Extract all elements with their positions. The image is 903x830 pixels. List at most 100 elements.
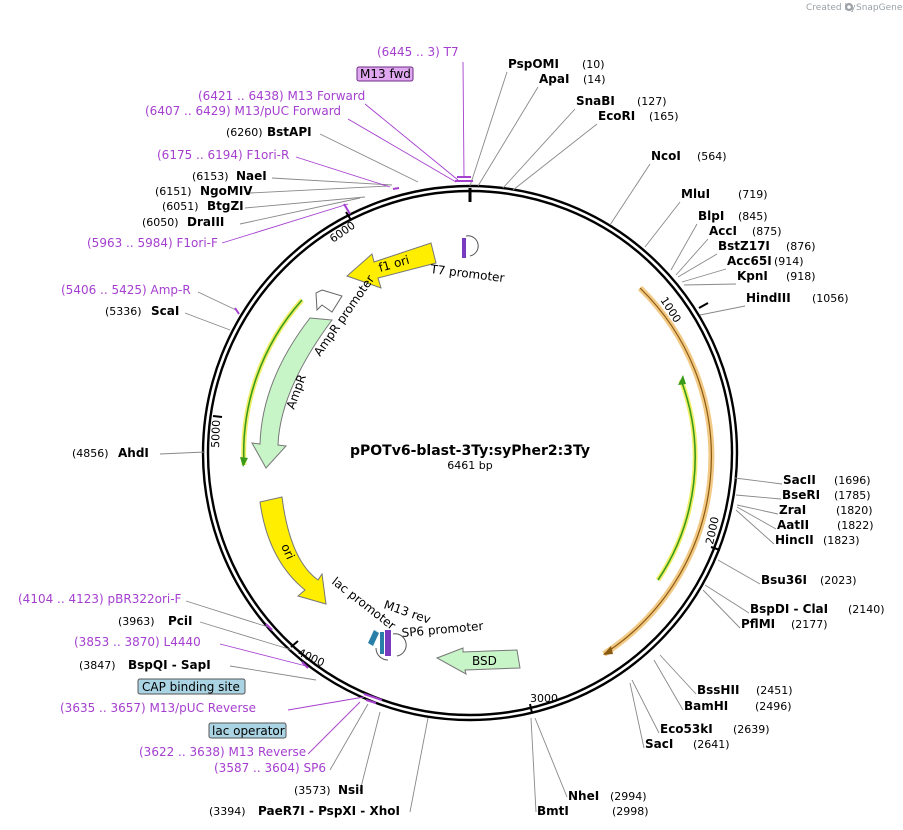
t7-promoter-arrow [465, 235, 479, 257]
site-connector-24 [534, 717, 568, 798]
bsd-label: BSD [472, 654, 497, 668]
primer-label-8: (3635 .. 3657) M13/pUC Reverse [60, 701, 256, 715]
site-name-0: PspOMI [508, 57, 559, 71]
primer-connector-6 [185, 600, 269, 628]
site-position-24: (2994) [610, 790, 647, 803]
orange-region-line [603, 287, 712, 655]
lac-operator-mark [380, 632, 384, 654]
primer-connector-0 [462, 61, 465, 179]
orange-region-arrowhead [603, 646, 613, 655]
primer-label-0: (6445 .. 3) T7 [377, 45, 459, 59]
ticks [212, 211, 721, 714]
site-position-26: (3394) [209, 805, 246, 818]
site-name-1: ApaI [539, 72, 569, 86]
ampr-promoter-label: AmpR promoter [311, 273, 377, 359]
primer-label-7: (3853 .. 3870) L4440 [74, 635, 201, 649]
site-connector-29 [199, 621, 293, 651]
site-connector-15 [736, 506, 777, 530]
lac-operator-box: lac operator [208, 722, 287, 739]
lac-operator-label: lac operator [212, 724, 285, 738]
site-position-35: (6153) [192, 170, 229, 183]
site-position-21: (2496) [755, 700, 792, 713]
site-connector-21 [653, 659, 684, 711]
site-connector-26 [409, 717, 429, 813]
site-name-26: PaeR7I - PspXI - XhoI [258, 804, 400, 818]
site-position-7: (875) [752, 225, 782, 238]
site-connector-32 [239, 197, 361, 225]
site-name-31: ScaI [151, 304, 179, 318]
site-name-8: BstZ17I [718, 239, 770, 253]
site-connector-12 [734, 477, 783, 485]
primer-connector-10 [329, 703, 369, 771]
site-position-9: (914) [774, 255, 804, 268]
tick-label-5000: 5000 [209, 420, 223, 448]
site-name-5: MluI [681, 187, 710, 201]
site-name-20: BssHII [697, 683, 739, 697]
cap-binding-site-label: CAP binding site [142, 680, 240, 694]
site-connector-27 [359, 711, 381, 792]
site-connector-35 [271, 177, 393, 186]
ori-label: ori [278, 542, 297, 562]
site-name-25: BmtI [537, 804, 569, 818]
cap-binding-site-box: CAP binding site [137, 678, 246, 695]
site-position-16: (1823) [823, 534, 860, 547]
site-position-31: (5336) [105, 305, 142, 318]
site-connector-23 [629, 682, 645, 749]
site-name-34: NgoMIV [200, 184, 253, 198]
m13-rev-mark [385, 630, 391, 656]
site-name-29: PciI [168, 614, 193, 628]
site-position-23: (2641) [693, 738, 730, 751]
site-connector-7 [675, 238, 709, 276]
primer-label-3: (6175 .. 6194) F1ori-R [157, 148, 289, 162]
site-position-14: (1820) [836, 504, 873, 517]
site-name-32: DraIII [187, 215, 224, 229]
site-name-21: BamHI [684, 699, 728, 713]
site-name-24: NheI [568, 789, 599, 803]
ori-arrow [259, 496, 327, 605]
site-name-23: SacI [645, 737, 673, 751]
credit-prefix: Created by [806, 3, 856, 13]
site-name-12: SacII [783, 473, 816, 487]
site-connector-13 [735, 494, 782, 500]
primer-connector-5 [197, 291, 237, 311]
site-position-3: (165) [649, 110, 679, 123]
tick-label-3000: 3000 [530, 692, 558, 705]
site-connector-0 [469, 71, 508, 187]
site-name-18: BspDI - ClaI [750, 602, 828, 616]
primer-label-2: (6407 .. 6429) M13/pUC Forward [145, 104, 341, 118]
site-connector-34 [249, 185, 389, 194]
site-connector-16 [735, 509, 775, 545]
sp6-promoter-arrow [392, 633, 407, 657]
site-position-32: (6050) [142, 216, 179, 229]
primer-label-4: (5963 .. 5984) F1ori-F [87, 236, 218, 250]
site-position-11: (1056) [812, 292, 849, 305]
site-position-36: (6260) [226, 126, 263, 139]
site-position-22: (2639) [733, 723, 770, 736]
site-name-16: HincII [775, 533, 814, 547]
site-connector-14 [736, 504, 779, 515]
site-connector-10 [683, 283, 737, 286]
m13-fwd-box: M13 fwd [356, 66, 414, 82]
site-name-7: AccI [709, 224, 737, 238]
snapgene-logo-icon [845, 3, 853, 11]
site-connector-9 [681, 268, 727, 283]
site-connector-3 [512, 123, 598, 191]
tick-label-4000: 4000 [296, 646, 327, 670]
site-position-8: (876) [786, 240, 816, 253]
site-name-4: NcoI [651, 149, 681, 163]
site-connector-2 [502, 108, 576, 189]
site-connector-25 [530, 717, 537, 813]
site-position-0: (10) [582, 58, 605, 71]
sp6-promoter-label: SP6 promoter [401, 619, 484, 640]
t7-promoter-label: T7 promoter [429, 262, 506, 285]
site-position-25: (2998) [612, 805, 649, 818]
primer-connector-9 [307, 701, 361, 755]
site-connector-4 [609, 163, 651, 226]
site-name-36: BstAPI [267, 125, 312, 139]
bsd-arrow [435, 647, 521, 675]
site-connector-8 [677, 253, 718, 278]
site-position-33: (6051) [162, 200, 199, 213]
site-connector-11 [699, 305, 746, 316]
site-connector-22 [631, 679, 660, 734]
site-name-13: BseRI [782, 488, 820, 502]
